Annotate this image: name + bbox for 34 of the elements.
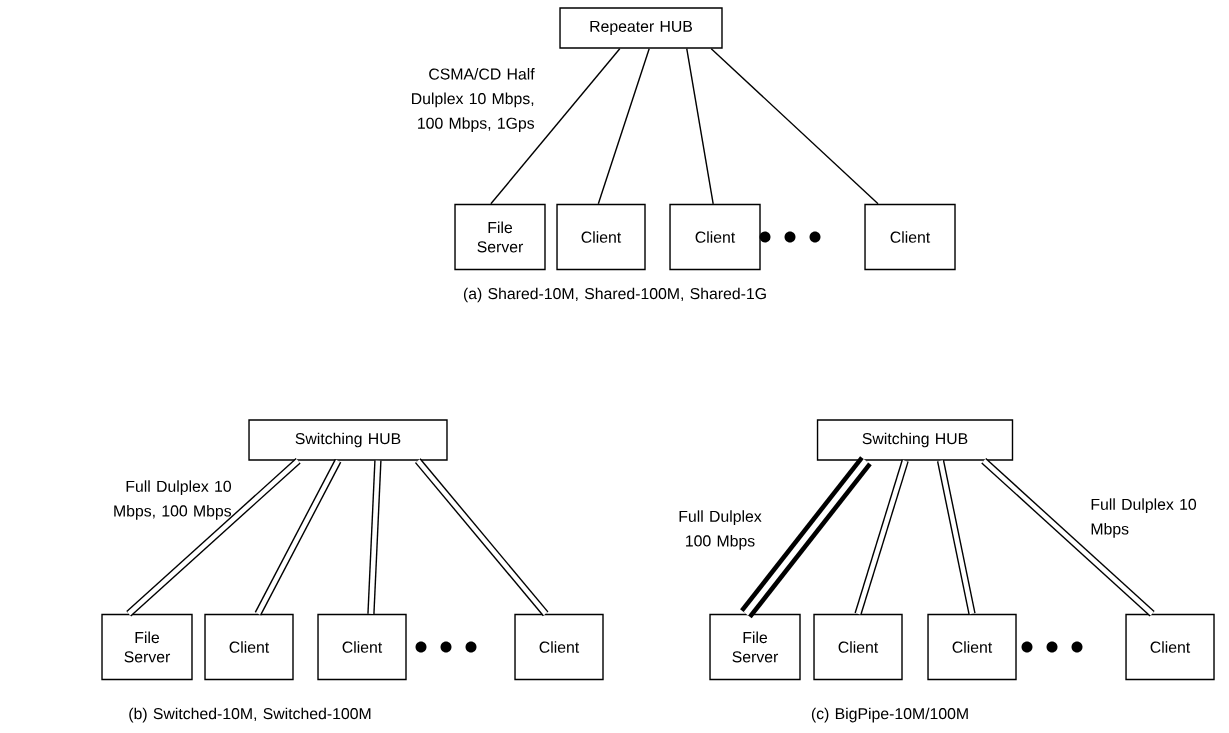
device-box: Client	[317, 613, 407, 681]
link-note: Full Dulplex 100 Mbps	[679, 510, 762, 550]
hub-box: Repeater HUB	[559, 7, 723, 49]
link-note: Full Dulplex 10 Mbps, 100 Mbps	[114, 480, 232, 520]
link-note: Full Dulplex 10 Mbps	[1091, 498, 1197, 538]
caption: (b) Switched-10M, Switched-100M	[129, 707, 371, 723]
device-box: Client	[669, 203, 761, 271]
device-box: Client	[556, 203, 646, 271]
connection-line	[126, 457, 301, 617]
hub-box: Switching HUB	[248, 419, 448, 461]
link-note: CSMA/CD Half Dulplex 10 Mbps, 100 Mbps, 1Gps	[412, 68, 535, 132]
hub-box: Switching HUB	[816, 419, 1014, 461]
device-box: Client	[204, 613, 294, 681]
connection-line	[686, 48, 714, 205]
device-box: File Server	[101, 613, 193, 681]
device-box: Client	[927, 613, 1017, 681]
connection-line	[740, 456, 872, 619]
device-box: Client	[1125, 613, 1215, 681]
connection-line	[936, 459, 976, 615]
connection-line	[710, 48, 879, 205]
device-box: File Server	[709, 613, 801, 681]
connection-line	[854, 459, 909, 615]
device-box: Client	[514, 613, 604, 681]
connection-line	[414, 458, 549, 617]
device-box: File Server	[454, 203, 546, 271]
caption: (c) BigPipe-10M/100M	[811, 707, 968, 723]
caption: (a) Shared-10M, Shared-100M, Shared-1G	[463, 287, 766, 303]
device-box: Client	[864, 203, 956, 271]
connection-line	[597, 48, 650, 205]
connection-line	[490, 48, 621, 205]
device-box: Client	[813, 613, 903, 681]
connection-line	[367, 460, 382, 614]
connection-line	[254, 459, 342, 616]
connection-line	[981, 457, 1155, 617]
